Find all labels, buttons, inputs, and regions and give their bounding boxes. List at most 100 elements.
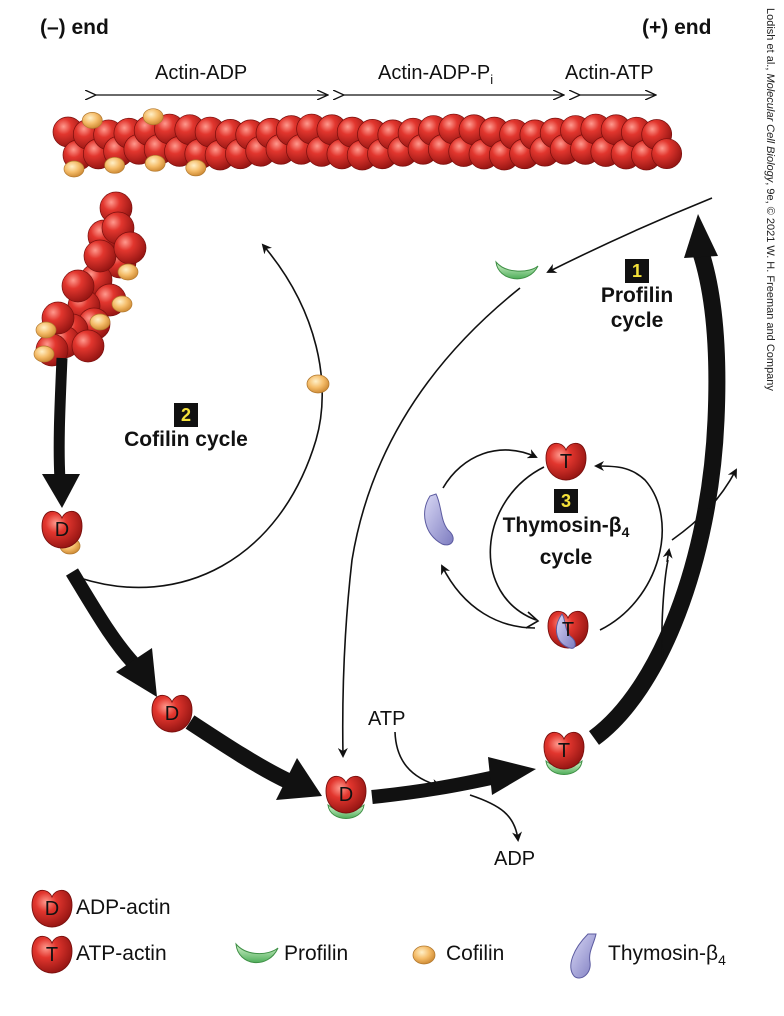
legend-atp-actin-label: ATP-actin [76, 942, 167, 965]
cofilin-cycle-number: 2 [174, 403, 198, 427]
plus-end-label: (+) end [642, 16, 712, 39]
legend-cofilin-label: Cofilin [446, 942, 505, 965]
profilin-return-arrow [337, 287, 521, 758]
pi-subscript: i [490, 72, 494, 87]
adp-label: ADP [494, 848, 536, 870]
credit-suffix: , 9e, © 2021 W. H. Freeman and Company [764, 182, 776, 391]
legend-thymosin-text: Thymosin-β [608, 942, 719, 965]
atp-label: ATP [368, 708, 406, 730]
thymosin-cycle-line1: Thymosin-β [502, 514, 622, 537]
thymosin-cycle-inner-arrowhead [525, 611, 540, 629]
legend-thymosin-subscript: 4 [718, 952, 726, 969]
adp-actin-profilin-complex: D [325, 775, 367, 819]
bound-cofilin [142, 108, 164, 126]
actin-monomer-body [151, 694, 193, 733]
fragment-arrowhead [42, 474, 80, 508]
fragment-cofilin [89, 313, 111, 331]
thick-arrows [42, 214, 726, 804]
monomer-letter: T [558, 740, 570, 762]
fragment-cofilin [33, 345, 55, 363]
cofilin-return-arrow [79, 243, 323, 589]
credit-title: Molecular Cell Biology [764, 73, 776, 183]
thymosin-cycle-subscript: 4 [621, 524, 630, 541]
monomer-letter: D [45, 898, 59, 920]
minus-end-label: (–) end [40, 16, 109, 39]
adp-actin-to-profilin-arrowhead [276, 758, 322, 800]
profilin-delivery-arrow [588, 247, 726, 745]
legend-thymosin-label: Thymosin-β4 [608, 942, 726, 968]
fragment-cofilin [117, 263, 139, 281]
atp-actin-profilin-complex: T [543, 731, 585, 775]
atp-actin-thymosin-complex: T [547, 610, 589, 649]
nucleotide-exchange-arrow [371, 769, 502, 804]
cofilin-release-arrow [66, 568, 144, 673]
thymosin-cycle-right-arrow [594, 461, 664, 631]
monomer-letter: T [560, 451, 572, 473]
monomer-letter: T [46, 944, 58, 966]
actin-adp-pi-label: Actin-ADP-Pi [378, 62, 493, 87]
thin-arrows [79, 197, 737, 842]
adp-output-arrow [469, 794, 523, 842]
bound-cofilin [81, 111, 103, 129]
fragment-subunit [61, 269, 95, 303]
thymosin-free [424, 493, 454, 546]
actin-adp-pi-text: Actin-ADP-P [378, 62, 491, 84]
thymosin-cycle-line2: cycle [539, 546, 593, 570]
actin-adp-label: Actin-ADP [155, 62, 248, 84]
thymosin-cycle-label: 3 Thymosin-β4 cycle [486, 488, 646, 570]
actin-monomer-body [325, 775, 367, 814]
atp-actin-branch-arrow [671, 468, 737, 541]
monomer-letter: D [55, 519, 69, 541]
adp-actin-to-profilin-arrow [185, 715, 294, 790]
monomer-letter: T [562, 619, 574, 641]
legend-adp-actin-label: ADP-actin [76, 896, 171, 919]
thymosin-cycle-number: 3 [554, 489, 578, 513]
bound-cofilin [104, 156, 125, 174]
profilin-cycle-label: 1 Profilin cycle [592, 258, 682, 333]
cofilin-release-arrowhead [116, 648, 157, 697]
fragment-subunit [83, 239, 117, 273]
legend-adp-actin-icon: D [31, 889, 73, 928]
cofilin-monomer [306, 374, 330, 394]
actin-atp-label: Actin-ATP [565, 62, 654, 84]
monomer-letter: D [165, 703, 179, 725]
legend-profilin-label: Profilin [284, 942, 349, 965]
thymosin-cycle-left-bottom-arrow [441, 564, 536, 629]
actin-monomer-body [41, 510, 83, 549]
plus-end-addition-arrowhead [684, 214, 718, 258]
actin-monomer-body [31, 889, 73, 928]
cofilin-cycle-line1: Cofilin cycle [124, 428, 248, 451]
thymosin-cycle-left-top-arrow [442, 449, 538, 489]
thymosin-cycle-inner-left-arrow [489, 466, 545, 621]
nucleotide-exchange-arrowhead [488, 757, 536, 795]
actin-monomer-body [31, 935, 73, 974]
legend-atp-actin-icon: T [31, 935, 73, 974]
atp-actin-free: T [545, 442, 587, 481]
bound-cofilin [185, 159, 207, 177]
profilin-cycle-line1: Profilin [600, 284, 674, 307]
thymosin-release-arrow [661, 559, 669, 661]
fragment-cofilin [35, 321, 57, 339]
adp-actin-cofilin-complex: D [41, 510, 83, 555]
profilin-cycle-number: 1 [625, 259, 649, 283]
fragment-subunit [113, 231, 147, 265]
atp-input-arrow [394, 731, 442, 789]
copyright-credit: Lodish et al., Molecular Cell Biology, 9… [764, 8, 776, 391]
monomer-letter: D [339, 784, 353, 806]
thymosin-release-head [662, 548, 673, 563]
bound-thymosin [555, 613, 576, 649]
actin-monomer-body [545, 442, 587, 481]
bound-cofilin [144, 154, 166, 172]
bound-cofilin [63, 160, 85, 178]
severed-filament-fragment [33, 191, 147, 367]
fragment-cofilin [111, 295, 133, 313]
filament-subunit [651, 138, 683, 170]
actin-monomer-body [543, 731, 585, 770]
cofilin-cycle-label: 2 Cofilin cycle [106, 402, 266, 452]
actin-filament [52, 108, 683, 178]
credit-prefix: Lodish et al., [764, 8, 776, 74]
adp-actin-free: D [151, 694, 193, 733]
released-profilin [495, 260, 539, 280]
